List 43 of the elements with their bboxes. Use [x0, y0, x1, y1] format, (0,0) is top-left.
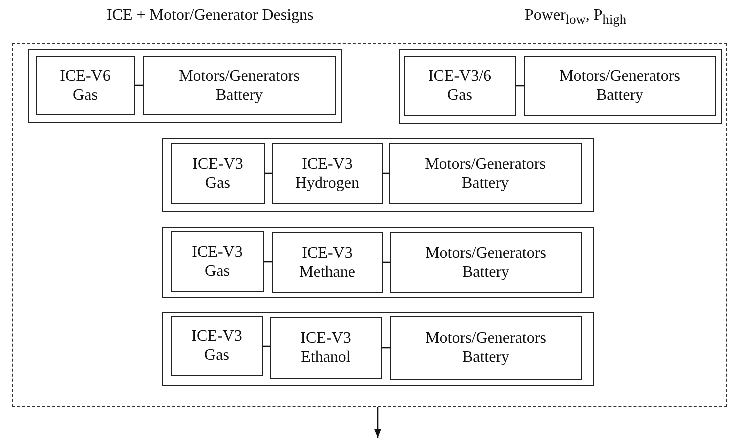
- design-row-box: [162, 226, 594, 298]
- group-boundary: [12, 43, 727, 407]
- connector-line: [383, 262, 390, 264]
- component-box: [390, 232, 582, 293]
- component-box: [404, 56, 516, 116]
- component-box: [272, 232, 383, 293]
- component-box: [270, 317, 382, 379]
- component-box: [272, 143, 383, 204]
- connector-line: [265, 172, 272, 174]
- component-label: Motors/Generators Battery: [558, 67, 682, 105]
- component-label: ICE-V3 Methane: [298, 244, 356, 282]
- design-row-box: [28, 48, 342, 122]
- component-label: ICE-V3 Gas: [190, 327, 244, 365]
- design-row-box: [162, 312, 594, 386]
- component-label: Motors/Generators Battery: [424, 244, 548, 282]
- design-row-box: [398, 48, 722, 124]
- component-label: ICE-V6 Gas: [59, 66, 112, 104]
- connector-line: [383, 172, 389, 174]
- component-label: ICE-V3 Gas: [191, 242, 244, 280]
- power-label: Power$_{low}$, P$_{high}$: [525, 7, 626, 28]
- connector-line: [135, 84, 143, 86]
- component-box: [390, 316, 582, 380]
- component-box: [171, 143, 265, 204]
- component-box: [143, 56, 336, 115]
- component-box: [389, 143, 582, 204]
- diagram-title: ICE + Motor/Generator Designs: [107, 7, 314, 25]
- connector-line: [263, 346, 270, 348]
- connector-line: [264, 261, 272, 263]
- component-label: Motors/Generators Battery: [178, 66, 301, 104]
- component-label: ICE-V3 Gas: [192, 154, 244, 192]
- design-row-box: [162, 138, 594, 212]
- component-label: Motors/Generators Battery: [424, 154, 547, 192]
- component-box: [171, 231, 264, 292]
- arrow: [374, 407, 382, 438]
- component-label: ICE-V3 Hydrogen: [294, 154, 360, 192]
- component-label: ICE-V3/6 Gas: [427, 67, 493, 105]
- component-box: [524, 56, 716, 116]
- component-label: Motors/Generators Battery: [424, 329, 548, 367]
- component-box: [171, 316, 263, 376]
- component-box: [36, 56, 135, 115]
- connector-line: [516, 85, 524, 87]
- component-label: ICE-V3 Ethanol: [300, 329, 352, 367]
- connector-line: [382, 347, 390, 349]
